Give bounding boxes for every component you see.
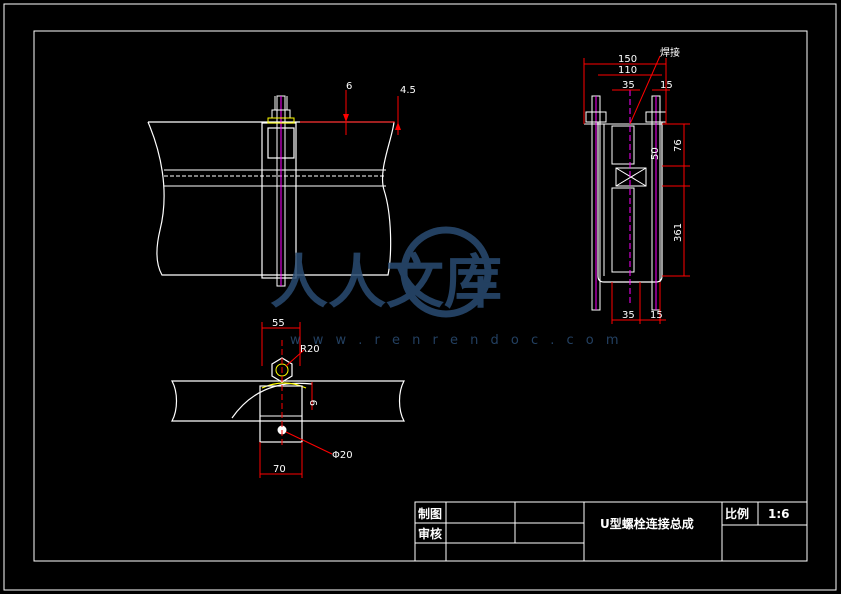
front-dim-arrow-1 xyxy=(343,114,349,122)
top-dim-55: 55 xyxy=(272,318,285,329)
front-view: 6 4.5 xyxy=(147,81,416,287)
side-dim-50: 50 xyxy=(650,147,661,160)
front-bolt-washer xyxy=(267,117,295,124)
top-dim-d20: Φ20 xyxy=(332,450,353,461)
side-dim-361: 361 xyxy=(673,223,684,242)
top-dim-r20: R20 xyxy=(300,344,320,355)
side-dim-35: 35 xyxy=(622,80,635,91)
front-dim-label-6: 6 xyxy=(346,81,352,92)
top-dim-9: 9 xyxy=(309,400,320,406)
title-block-frame xyxy=(414,501,808,562)
side-dim-15: 15 xyxy=(660,80,673,91)
top-dim-r20-leader xyxy=(285,349,305,367)
side-dim-76: 76 xyxy=(673,139,684,152)
top-bracket-block xyxy=(259,385,303,443)
side-dim-bottom-35: 35 xyxy=(622,310,635,321)
side-dim-110: 110 xyxy=(618,65,637,76)
side-view: 焊接 150 110 35 15 76 50 361 35 15 xyxy=(583,46,690,324)
front-dim-label-4-5: 4.5 xyxy=(400,85,416,96)
side-plate-lower xyxy=(611,187,635,273)
top-view: 55 R20 9 70 Φ20 xyxy=(170,318,406,478)
title-block-scale-label: 比例 xyxy=(725,506,749,521)
title-block-check-label: 审核 xyxy=(418,526,442,541)
title-block: 制图 审核 U型螺栓连接总成 比例 1:6 xyxy=(414,501,808,562)
top-dim-d20-leader xyxy=(285,431,333,455)
title-block-drawing-title: U型螺栓连接总成 xyxy=(600,516,694,531)
side-dim-150: 150 xyxy=(618,54,637,65)
top-saddle-arc xyxy=(231,382,313,419)
side-nut-left xyxy=(585,111,607,123)
top-beam-outline xyxy=(170,380,406,422)
watermark-logo-ring xyxy=(400,226,492,318)
watermark: 人人文库 w w w . r e n r e n d o c . c o m xyxy=(270,226,623,348)
watermark-brand: 人人文库 xyxy=(270,248,502,316)
watermark-url: w w w . r e n r e n d o c . c o m xyxy=(290,333,623,348)
side-weld-label: 焊接 xyxy=(660,46,680,59)
front-dim-arrow-2 xyxy=(395,122,401,130)
side-nut-block xyxy=(615,167,647,187)
title-block-drawn-label: 制图 xyxy=(418,506,442,521)
side-weld-leader xyxy=(629,55,661,125)
side-plate-upper xyxy=(611,125,635,165)
top-dim-70: 70 xyxy=(273,464,286,475)
title-block-scale-value: 1:6 xyxy=(768,507,790,521)
side-dim-bottom-15: 15 xyxy=(650,310,663,321)
side-nut-cross xyxy=(615,167,647,187)
outer-border xyxy=(3,3,837,591)
